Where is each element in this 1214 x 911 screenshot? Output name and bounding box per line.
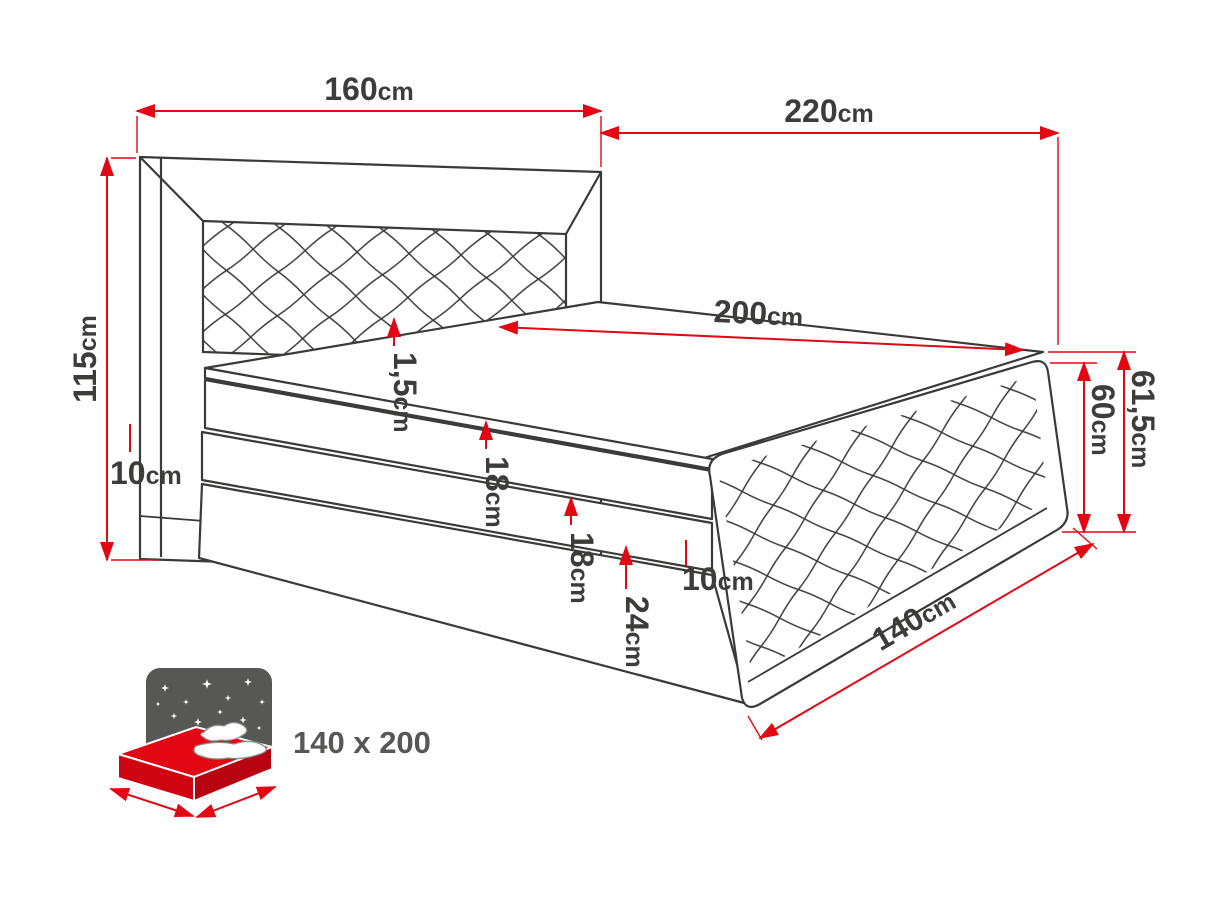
mattress-layer xyxy=(203,378,714,521)
label-topper: 1,5cm xyxy=(387,352,423,433)
dim-box-thickness: 18cm xyxy=(564,496,600,604)
dim-topper: 1,5cm xyxy=(387,317,423,433)
headboard-base-rail-seam xyxy=(139,515,205,522)
icon-width-arrow xyxy=(109,787,195,818)
dim-sleeping-length: 200cm xyxy=(498,293,1025,357)
label-overall-length: 220cm xyxy=(784,93,874,129)
box-layer xyxy=(200,430,714,573)
label-foot-height: 60cm xyxy=(1085,384,1121,456)
icon-dimension-arrows xyxy=(109,786,277,818)
dimension-line xyxy=(498,320,1025,357)
dim-overall-length: 220cm xyxy=(599,93,1060,345)
size-icon-label: 140 x 200 xyxy=(293,725,431,760)
dimension-line xyxy=(758,542,1095,740)
label-base-height: 24cm xyxy=(619,596,655,668)
label-headboard-width: 160cm xyxy=(324,71,414,107)
dim-footboard-base: 10cm xyxy=(682,540,754,597)
icon-pillow xyxy=(200,721,248,742)
dim-headboard-base: 10cm xyxy=(110,424,182,491)
label-headboard-base: 10cm xyxy=(110,455,182,491)
bed-size-icon: 140 x 200 xyxy=(109,668,431,818)
dim-foot-total-height: 61,5cm xyxy=(1048,350,1161,534)
dim-headboard-width: 160cm xyxy=(135,71,603,167)
dim-headboard-height: 115cm xyxy=(67,156,158,562)
label-footboard-base: 10cm xyxy=(682,561,754,597)
label-foot-total-height: 61,5cm xyxy=(1125,370,1161,468)
icon-length-arrow xyxy=(195,786,277,818)
label-sleeping-length: 200cm xyxy=(713,293,804,333)
dim-base-height: 24cm xyxy=(619,545,655,668)
label-box-thickness: 18cm xyxy=(564,532,600,604)
label-headboard-height: 115cm xyxy=(67,315,103,403)
extension-lines xyxy=(136,116,602,167)
bed-layers xyxy=(197,366,750,706)
label-mattress-thickness: 18cm xyxy=(479,456,515,528)
dim-mattress-thickness: 18cm xyxy=(479,420,515,528)
icon-blanket xyxy=(193,740,267,760)
headboard-frame-bevels xyxy=(139,156,602,235)
extension-lines xyxy=(111,157,158,561)
dim-foot-height: 60cm xyxy=(1050,361,1121,534)
